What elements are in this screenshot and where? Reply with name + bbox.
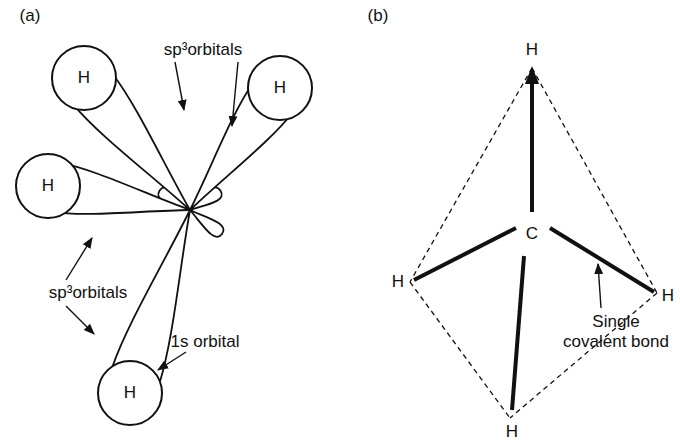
atom-label: H (526, 40, 538, 60)
callout-label: Single covalent bond (560, 312, 672, 351)
panel-label: (a) (20, 6, 41, 26)
hydrogen-1s-orbital: H (97, 360, 163, 426)
atom-label: C (526, 224, 538, 244)
covalent-bonds (414, 80, 654, 410)
orbital-label: 1s orbital (171, 332, 240, 352)
hydrogen-1s-orbital: H (15, 153, 81, 219)
atom-label: H (274, 78, 286, 98)
leader-line (598, 264, 601, 308)
tetrahedron-edges (410, 68, 657, 418)
bond-arrowhead (525, 66, 539, 84)
orbital-label: sp³orbitals (49, 283, 127, 303)
atom-label: H (392, 272, 404, 292)
orbital-label: sp³orbitals (164, 40, 242, 60)
atom-label: H (124, 383, 136, 403)
hydrogen-1s-orbital: H (51, 45, 117, 111)
panel-label: (b) (368, 6, 389, 26)
atom-label: H (662, 286, 674, 306)
atom-label: H (42, 176, 54, 196)
orbital-lobe (190, 210, 224, 237)
atom-label: H (78, 68, 90, 88)
hydrogen-1s-orbital: H (247, 55, 313, 121)
atom-label: H (506, 422, 518, 442)
